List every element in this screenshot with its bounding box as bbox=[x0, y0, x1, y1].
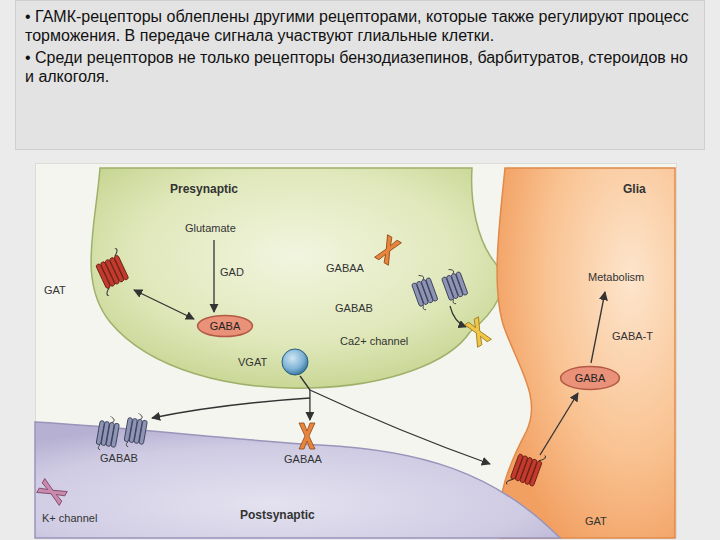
gaba-pool: GABA bbox=[560, 366, 620, 390]
postsynaptic-cell: Postsynaptic bbox=[35, 420, 600, 538]
presynaptic-terminal-outline bbox=[85, 168, 500, 390]
cell-heading: Presynaptic bbox=[170, 182, 238, 196]
bullet-paragraph: • Среди рецепторов не только рецепторы б… bbox=[25, 48, 695, 86]
channel-label: Ca2+ channel bbox=[340, 335, 408, 348]
cell-heading: Postsynaptic bbox=[240, 508, 315, 522]
release-branch-arrow bbox=[152, 398, 310, 418]
presynaptic-terminal-membrane bbox=[91, 168, 502, 388]
cell-heading: Glia bbox=[623, 182, 646, 196]
gaba-pool-fill bbox=[561, 366, 620, 389]
receptor-label: GABAB bbox=[100, 452, 138, 465]
molecule-name: GABA bbox=[575, 372, 606, 385]
precursor-label: Glutamate bbox=[185, 222, 236, 235]
transporter-label: VGAT bbox=[238, 356, 267, 369]
receptor-label: GABAA bbox=[326, 262, 364, 275]
channel-label: K+ channel bbox=[42, 512, 97, 525]
enzyme-label: GABA-T bbox=[612, 330, 653, 343]
bullet-paragraph: • ГАМК-рецепторы облеплены другими рецеп… bbox=[25, 7, 695, 45]
glial-cell-membrane bbox=[497, 168, 675, 538]
enzyme-label: GAD bbox=[220, 266, 244, 279]
transporter-label: GAT bbox=[44, 284, 66, 297]
postsynaptic-cell-membrane bbox=[35, 422, 560, 538]
release-arrow bbox=[309, 390, 310, 420]
glial-cell-outline bbox=[490, 168, 675, 538]
receptor-label: GABAB bbox=[335, 302, 373, 315]
receptor-label: GABAA bbox=[284, 453, 322, 466]
molecule-name: GABA bbox=[210, 320, 241, 333]
text-panel: • ГАМК-рецепторы облеплены другими рецеп… bbox=[15, 0, 705, 150]
presynaptic-terminal: PresynapticGABA bbox=[85, 168, 500, 390]
glial-cell: GliaGABA bbox=[490, 168, 675, 538]
synthesis-arrow bbox=[213, 240, 214, 312]
synaptic-vesicle bbox=[282, 349, 308, 375]
gaba-pool-fill bbox=[198, 315, 253, 336]
postsynaptic-cell-outline bbox=[35, 420, 600, 538]
process-label: Metabolism bbox=[588, 271, 644, 284]
gaba-pool: GABA bbox=[197, 315, 253, 337]
transporter-label: GAT bbox=[585, 515, 607, 528]
